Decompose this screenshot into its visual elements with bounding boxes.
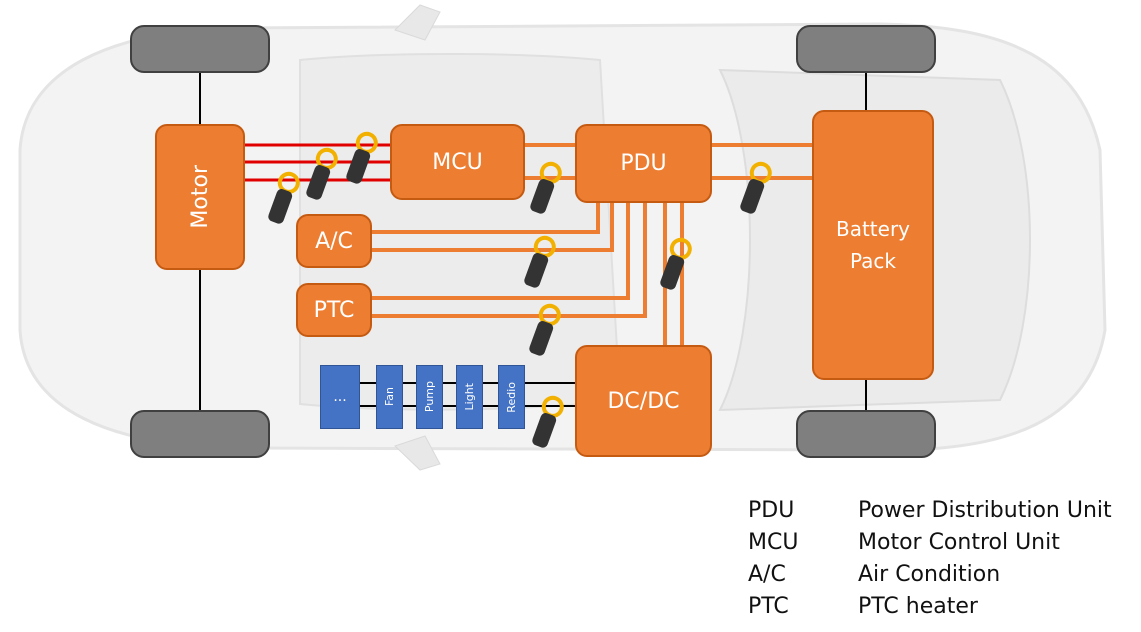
current-probes — [268, 131, 772, 448]
battery-label-line2: Pack — [850, 249, 896, 273]
legend-abbr: A/C — [748, 562, 786, 587]
current-probe-icon — [306, 147, 338, 200]
legend-description: PTC heater — [858, 594, 978, 619]
load-more: ... — [320, 365, 360, 429]
wheel-front-right — [796, 25, 936, 73]
dcdc-label: DC/DC — [607, 388, 680, 414]
ac-block: A/C — [296, 214, 372, 268]
axles — [199, 72, 867, 410]
load-fan-label: Fan — [383, 387, 396, 407]
load-light-label: Light — [463, 383, 476, 411]
pdu-label: PDU — [620, 151, 667, 176]
current-probe-icon — [740, 161, 772, 214]
load-pump: Pump — [416, 365, 443, 429]
current-probe-icon — [530, 161, 562, 214]
motor-label: Motor — [187, 165, 213, 229]
battery-label-line1: Battery — [835, 217, 911, 241]
load-radio-label: Redio — [505, 381, 518, 413]
current-probe-icon — [660, 237, 692, 290]
wheel-front-left — [130, 25, 270, 73]
load-more-label: ... — [333, 389, 347, 405]
mcu-block: MCU — [390, 124, 525, 200]
motor-block: Motor — [155, 124, 245, 270]
legend-description: Power Distribution Unit — [858, 498, 1112, 523]
current-probe-icon — [532, 395, 564, 448]
current-probe-icon — [529, 303, 561, 356]
current-probe-icon — [268, 171, 300, 224]
legend-description: Motor Control Unit — [858, 530, 1060, 555]
legend-abbr: PTC — [748, 594, 789, 619]
current-probe-icon — [346, 131, 378, 184]
pdu-block: PDU — [575, 124, 712, 203]
load-radio: Redio — [498, 365, 525, 429]
ptc-label: PTC — [313, 297, 355, 323]
ptc-block: PTC — [296, 283, 372, 337]
legend-description: Air Condition — [858, 562, 1001, 587]
legend-abbr: MCU — [748, 530, 799, 555]
current-probe-icon — [524, 235, 556, 288]
load-fan: Fan — [376, 365, 403, 429]
mcu-label: MCU — [432, 149, 483, 175]
load-pump-label: Pump — [423, 381, 436, 413]
battery-pack-block: Battery Pack — [812, 110, 934, 380]
wheel-rear-right — [796, 410, 936, 458]
legend-abbr: PDU — [748, 498, 795, 523]
ac-label: A/C — [315, 228, 353, 254]
dcdc-block: DC/DC — [575, 345, 712, 457]
hv-cables — [372, 143, 812, 345]
wheel-rear-left — [130, 410, 270, 458]
load-light: Light — [456, 365, 483, 429]
lv-cables — [320, 382, 578, 407]
